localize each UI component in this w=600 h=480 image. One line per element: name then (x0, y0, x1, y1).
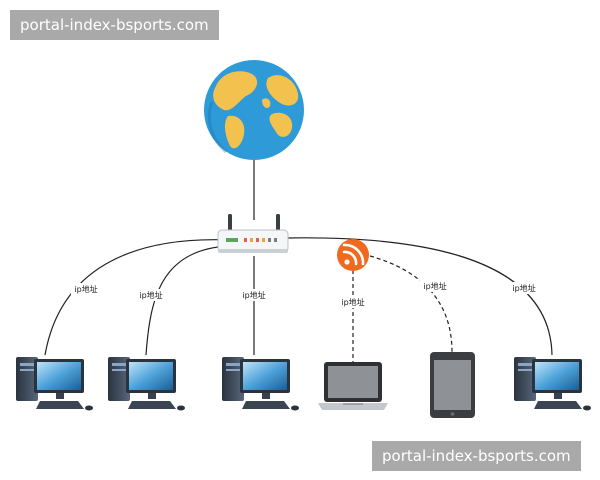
label-5: ip地址 (423, 281, 446, 291)
label-6: ip地址 (512, 283, 535, 293)
link-2 (145, 245, 229, 356)
desktop-computer-icon (16, 357, 93, 411)
watermark-top: portal-index-bsports.com (10, 10, 219, 40)
label-4: ip地址 (341, 297, 364, 307)
label-3: ip地址 (242, 290, 265, 300)
connection-lines (44, 160, 553, 362)
desktop-computer-icon (108, 357, 185, 411)
link-5 (369, 255, 453, 353)
connection-labels: ip地址 ip地址 ip地址 ip地址 ip地址 ip地址 (71, 280, 539, 308)
link-1 (44, 239, 231, 356)
label-1: ip地址 (74, 284, 97, 294)
label-2: ip地址 (139, 290, 162, 300)
rss-icon (337, 239, 369, 271)
link-6 (285, 237, 553, 356)
desktop-computer-icon (222, 357, 299, 411)
laptop-icon (318, 362, 388, 410)
tablet-icon (430, 352, 475, 418)
globe-icon (204, 60, 304, 160)
desktop-computer-icon (514, 357, 591, 411)
router-icon (217, 214, 289, 253)
watermark-bottom: portal-index-bsports.com (372, 441, 581, 471)
